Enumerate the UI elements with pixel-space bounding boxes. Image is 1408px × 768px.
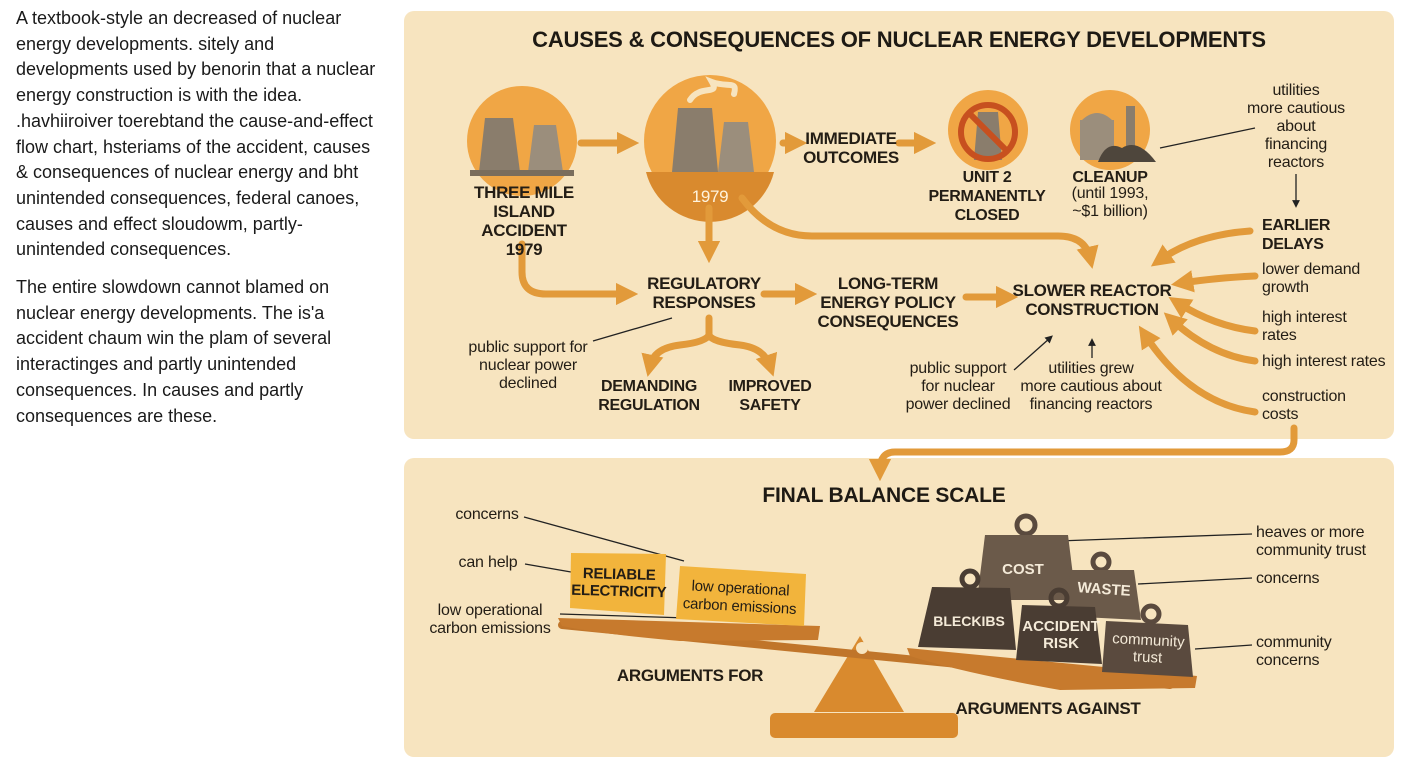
note-low-operational: low operational carbon emissions (429, 602, 551, 637)
cooling-towers-icon (467, 86, 577, 196)
arguments-for-blocks (570, 553, 806, 626)
arguments-against-label: ARGUMENTS AGAINST (955, 699, 1141, 718)
factor-construction-costs: construction costs (1262, 388, 1346, 423)
public-support-right-note: public support for nuclear power decline… (905, 360, 1011, 413)
public-support-left-note: public support for nuclear power decline… (468, 339, 588, 392)
block-low-carbon: low operational carbon emissions (682, 577, 797, 618)
balance-scale-icon (558, 618, 1197, 738)
block-reliable-electricity: RELIABLE ELECTRICITY (571, 565, 667, 602)
flow-arrows (518, 131, 1298, 482)
note-can-help: can help (458, 554, 518, 571)
right-note-community-concerns: community concerns (1256, 634, 1332, 669)
intro-paragraph-1: A textbook-style an decreased of nuclear… (16, 8, 376, 260)
reactor-1979-icon (644, 75, 776, 222)
leader-lines (523, 127, 1300, 650)
demanding-regulation-label: DEMANDING REGULATION (598, 378, 700, 414)
right-note-concerns: concerns (1256, 570, 1320, 587)
earlier-delays-label: EARLIER DELAYS (1262, 217, 1331, 253)
immediate-outcomes-label: IMMEDIATE OUTCOMES (803, 129, 899, 167)
factor-high-interest-2: high interest rates (1262, 353, 1386, 370)
weight-bleckibs-label: BLECKIBS (933, 613, 1005, 629)
utilities-cautious-note: utilities more cautious about financing … (1247, 82, 1345, 171)
utilities-grew-note: utilities grew more cautious about finan… (1020, 360, 1162, 413)
weight-cost-label: COST (1002, 561, 1044, 578)
year-badge: 1979 (691, 187, 729, 206)
factor-high-interest-1: high interest rates (1262, 309, 1347, 344)
arguments-against-weights (918, 513, 1193, 677)
improved-safety-label: IMPROVED SAFETY (728, 378, 812, 414)
intro-text: A textbook-style an decreased of nuclear… (16, 6, 386, 441)
intro-paragraph-2: The entire slowdown cannot blamed on nuc… (16, 277, 332, 426)
tmi-accident-label: THREE MILE ISLAND ACCIDENT 1979 (474, 183, 574, 259)
right-note-community-trust: heaves or more community trust (1256, 524, 1366, 559)
unit2-closed-label: UNIT 2 PERMANENTLY CLOSED (928, 169, 1046, 224)
cleanup-icon (1070, 90, 1156, 170)
weight-community-trust-label: community trust (1111, 630, 1186, 667)
factor-lower-demand: lower demand growth (1262, 261, 1361, 296)
flowchart-panel (404, 11, 1394, 439)
slower-construction-label: SLOWER REACTOR CONSTRUCTION (1012, 281, 1172, 319)
long-term-policy-label: LONG-TERM ENERGY POLICY CONSEQUENCES (817, 274, 959, 331)
cleanup-label: CLEANUP (1072, 169, 1148, 186)
arguments-for-label: ARGUMENTS FOR (616, 666, 764, 685)
cleanup-detail: (until 1993, ~$1 billion) (1071, 185, 1149, 220)
diagram-title: CAUSES & CONSEQUENCES OF NUCLEAR ENERGY … (532, 27, 1266, 52)
note-concerns: concerns (455, 506, 519, 523)
closed-reactor-icon (948, 90, 1028, 170)
regulatory-responses-label: REGULATORY RESPONSES (647, 274, 761, 312)
weight-accident-risk-label: ACCIDENT RISK (1022, 618, 1100, 652)
scale-title: FINAL BALANCE SCALE (762, 484, 1006, 507)
